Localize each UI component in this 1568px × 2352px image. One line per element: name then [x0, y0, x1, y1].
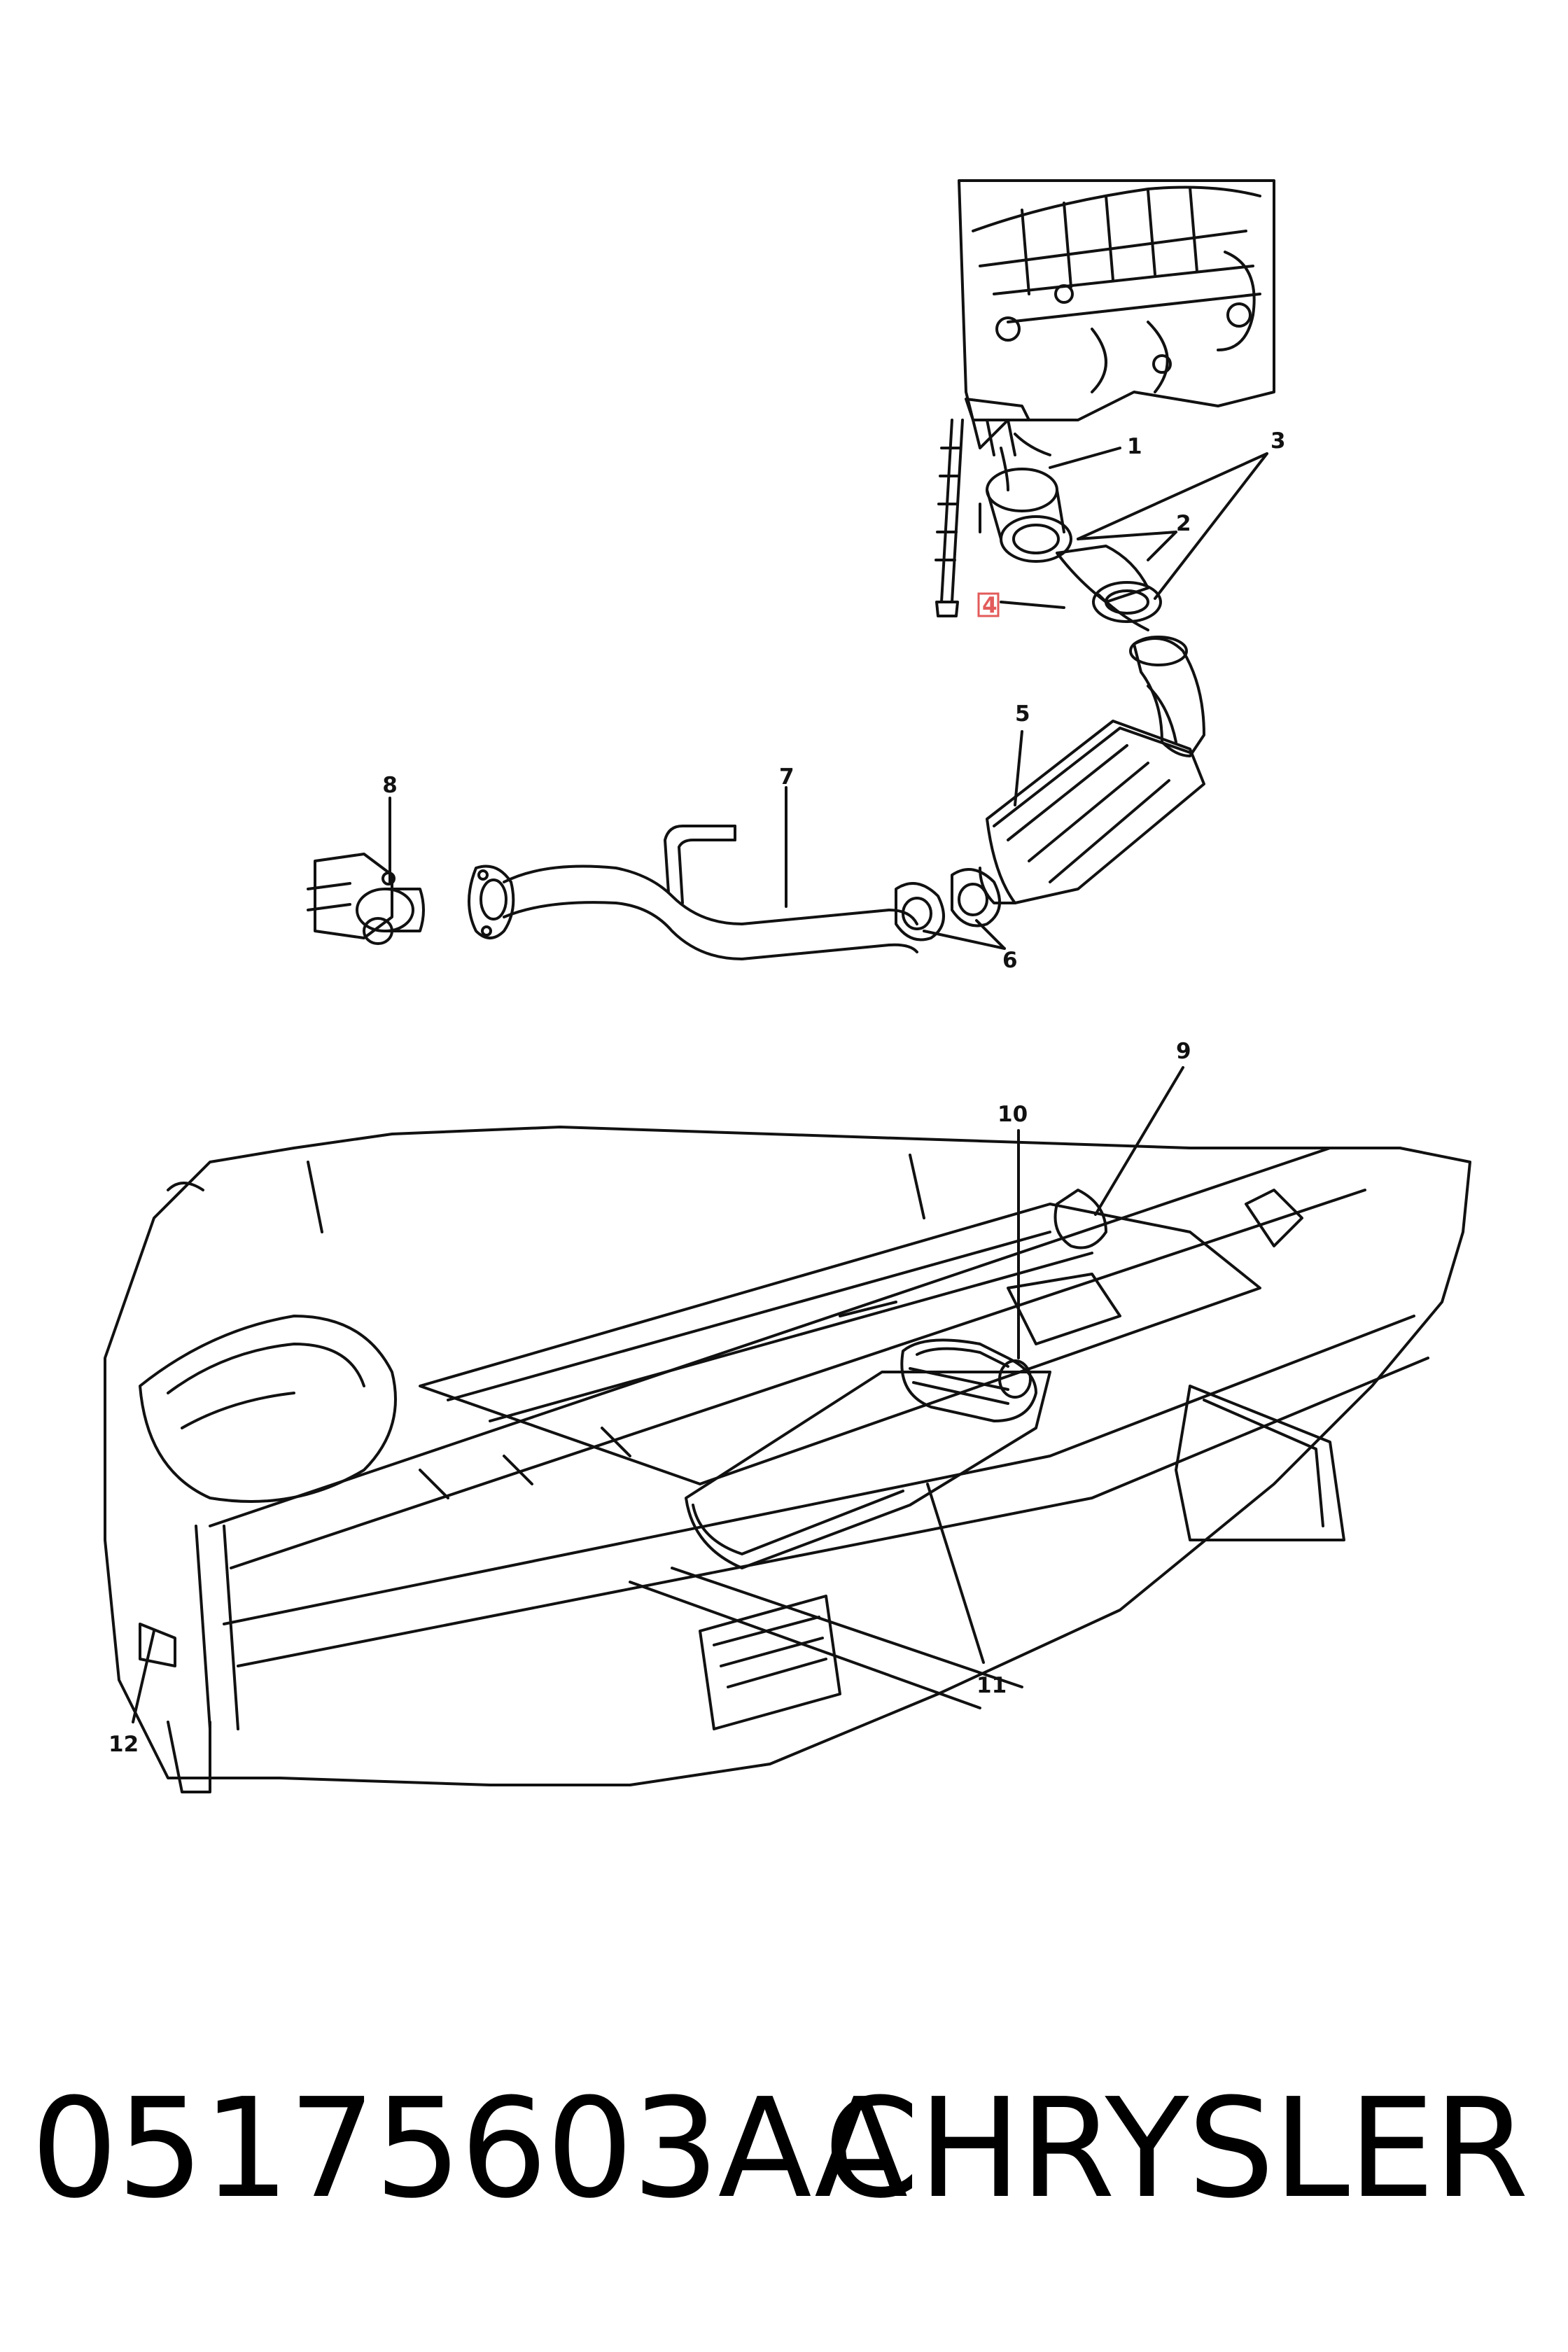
- callout-4-highlight: [977, 592, 1000, 617]
- catalytic-converter: [979, 720, 1205, 904]
- front-pipe: [1129, 636, 1205, 757]
- callout-leader-lines: [132, 447, 1268, 1723]
- callout-6: 6: [1002, 948, 1018, 973]
- part-number: 05175603AA: [31, 2069, 908, 2229]
- hanger-bracket: [307, 853, 425, 945]
- callout-10: 10: [997, 1102, 1028, 1127]
- vehicle-underbody: [104, 1126, 1471, 1793]
- flange-gaskets: [1056, 545, 1162, 631]
- callout-9: 9: [1176, 1039, 1191, 1064]
- intermediate-pipe: [468, 825, 918, 960]
- callout-3: 3: [1270, 428, 1286, 454]
- callout-1: 1: [1127, 434, 1142, 459]
- stud-bolt: [934, 419, 964, 617]
- callout-4: 4: [982, 593, 997, 618]
- callout-2: 2: [1176, 511, 1191, 536]
- callout-5: 5: [1015, 701, 1030, 727]
- exhaust-pipe-1: [986, 447, 1072, 563]
- callout-12: 12: [108, 1732, 139, 1757]
- callout-7: 7: [779, 764, 794, 790]
- callout-8: 8: [382, 773, 398, 798]
- muffler: [900, 1338, 1037, 1422]
- engine-illustration: [958, 179, 1275, 533]
- brand-name: CHRYSLER: [823, 2069, 1529, 2229]
- callout-11: 11: [976, 1673, 1007, 1698]
